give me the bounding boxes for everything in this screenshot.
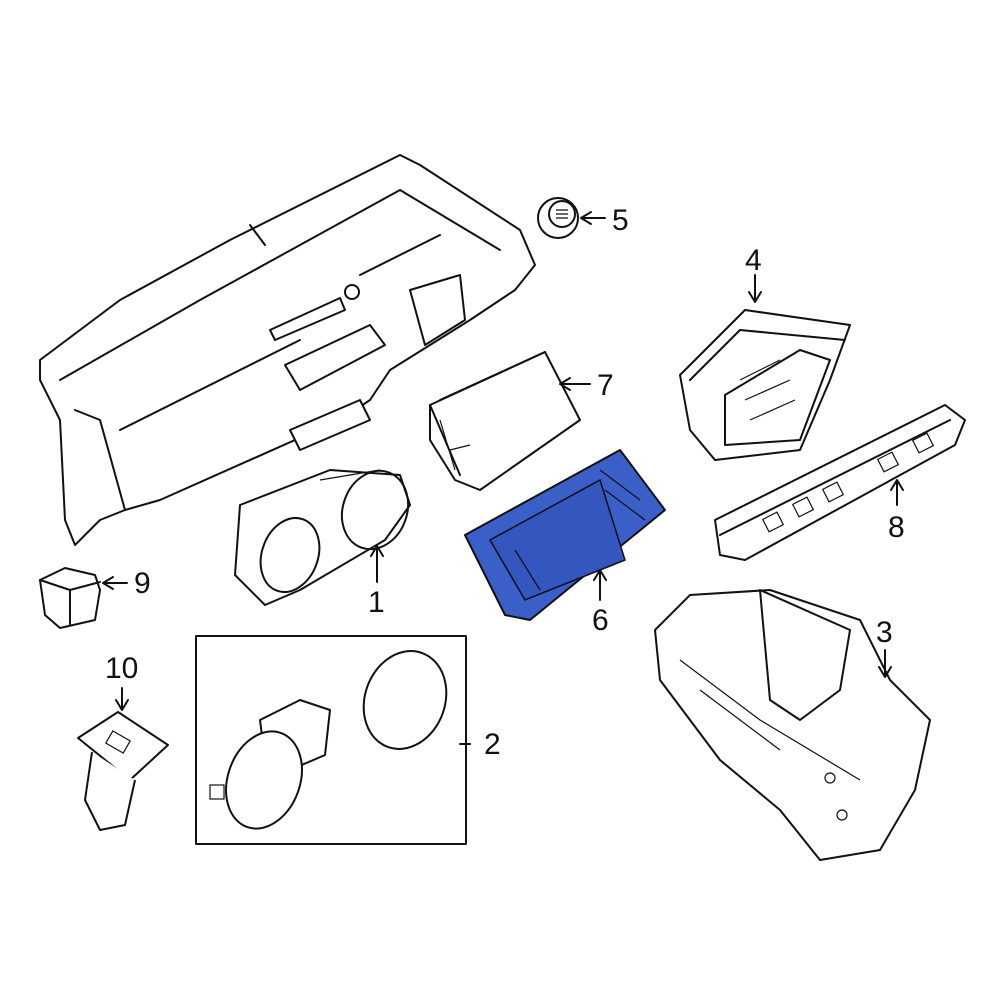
callout-8: 8 — [888, 511, 905, 544]
callout-10: 10 — [105, 652, 138, 685]
part-3-control-module[interactable] — [654, 589, 931, 861]
callout-4: 4 — [745, 244, 762, 277]
leader-lines — [102, 211, 904, 745]
callout-7: 7 — [597, 369, 614, 402]
dashboard-panel — [39, 154, 536, 546]
part-5-button[interactable] — [537, 197, 579, 239]
part-4-switch-unit[interactable] — [679, 309, 851, 461]
callout-6: 6 — [592, 604, 609, 637]
part-8-control-panel[interactable] — [714, 404, 966, 561]
part-6-touchscreen-highlighted[interactable] — [464, 449, 666, 621]
part-2-lens-kit[interactable] — [195, 635, 467, 845]
part-1-instrument-cluster[interactable] — [234, 461, 419, 606]
part-7-display-module[interactable] — [429, 351, 581, 491]
callout-1: 1 — [368, 586, 385, 619]
callout-9: 9 — [134, 567, 151, 600]
callout-5: 5 — [612, 204, 629, 237]
part-9-switch[interactable] — [39, 567, 101, 629]
callout-3: 3 — [876, 616, 893, 649]
part-10-usb-port[interactable] — [77, 711, 169, 831]
callout-2: 2 — [484, 728, 501, 761]
